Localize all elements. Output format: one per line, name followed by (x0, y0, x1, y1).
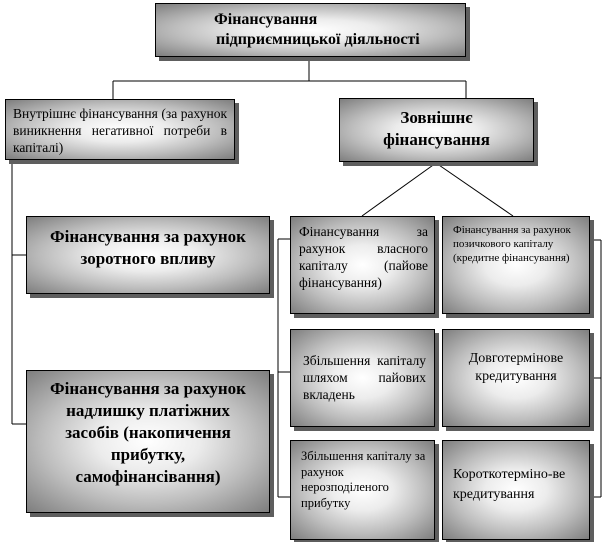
surplus-funds-node: Фінансування за рахунок надлишку платіжн… (26, 370, 270, 513)
surplus-funds-label: Фінансування за рахунок надлишку платіжн… (50, 379, 246, 486)
equity-financing-node: Фінансування за рахунок власного капітал… (290, 216, 435, 314)
root-node: Фінансування підприємницької діяльності (155, 3, 466, 57)
root-title-line1: Фінансування (214, 11, 318, 28)
long-term-credit-label: Довготермінове кредитування (468, 351, 564, 384)
reverse-flow-node: Фінансування за рахунок зоротного впливу (26, 216, 270, 294)
reverse-flow-label: Фінансування за рахунок зоротного впливу (50, 227, 246, 268)
external-financing-node: Зовнішнє фінансування (339, 98, 534, 162)
debt-financing-node: Фінансування за рахунок позичкового капі… (442, 216, 590, 314)
long-term-credit-node: Довготермінове кредитування (442, 329, 590, 427)
connector-external-to-equity (361, 162, 437, 217)
root-title-line2: підприємницької діяльності (216, 31, 420, 48)
equity-financing-label: Фінансування за рахунок власного капітал… (299, 224, 428, 290)
retained-profit-node: Збільшення капіталу за рахунок нерозподі… (290, 440, 435, 540)
internal-financing-node: Внутрішнє фінансування (за рахунок виник… (5, 99, 235, 160)
share-contributions-node: Збільшення капіталу шляхом пайових вклад… (290, 329, 435, 427)
short-term-credit-label: Короткотерміно-ве кредитування (453, 467, 566, 502)
connector-external-to-debt (435, 162, 514, 217)
share-contributions-label: Збільшення капіталу шляхом пайових вклад… (303, 353, 426, 402)
external-financing-label: Зовнішнє фінансування (383, 108, 490, 149)
internal-financing-label: Внутрішнє фінансування (за рахунок виник… (13, 106, 227, 155)
debt-financing-label: Фінансування за рахунок позичкового капі… (453, 224, 571, 264)
retained-profit-label: Збільшення капіталу за рахунок нерозподі… (301, 449, 426, 510)
short-term-credit-node: Короткотерміно-ве кредитування (442, 440, 590, 540)
